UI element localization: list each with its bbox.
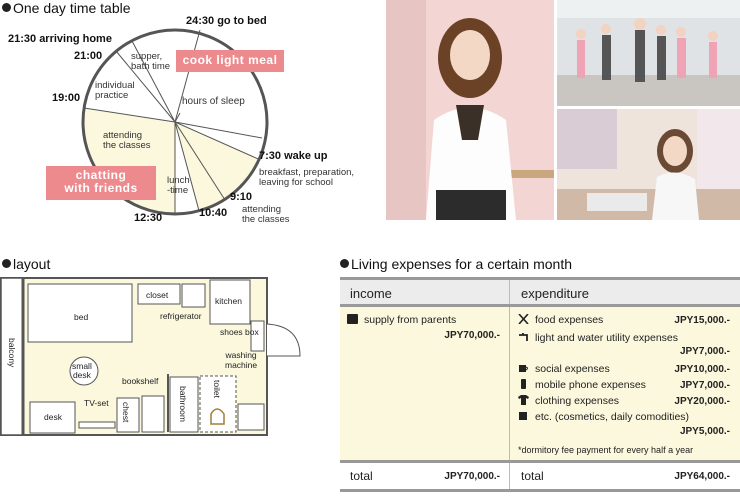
room-bathroom: bathroom: [178, 386, 188, 422]
layout-title: layout: [2, 256, 50, 272]
room-refrigerator: refrigerator: [160, 311, 202, 321]
room-chest: chest: [121, 402, 131, 423]
photo-dorm-room: [557, 109, 740, 220]
label-lunch: lunch -time: [167, 175, 190, 196]
phone-icon: [518, 379, 529, 389]
wallet-icon: [347, 314, 358, 324]
expense-item-etc: etc. (cosmetics, daily comodities): [518, 411, 689, 423]
expense-item-food: food expenses: [518, 313, 603, 326]
expense-amount-social: JPY10,000.-: [674, 364, 730, 375]
expenses-total-row: total JPY70,000.- total JPY64,000.-: [340, 460, 740, 492]
label-sleep: hours of sleep: [182, 96, 245, 107]
income-header: income: [350, 286, 392, 301]
label-classes-morning: attending the classes: [242, 204, 290, 225]
room-kitchen: kitchen: [215, 296, 242, 306]
expense-item-clothing: clothing expenses: [518, 395, 619, 407]
time-2100: 21:00: [74, 50, 103, 62]
tag-chatting-with-friends: chatting with friends: [46, 166, 156, 200]
room-balcony: balcony: [7, 338, 17, 368]
room-bed: bed: [74, 312, 89, 322]
fork-knife-icon: [518, 313, 529, 325]
time-1900: 19:00: [52, 92, 81, 104]
expense-amount-phone: JPY7,000.-: [679, 380, 730, 391]
expenses-table: income expenditure supply from parents J…: [340, 277, 740, 492]
expenses-title: Living expenses for a certain month: [340, 256, 572, 272]
time-910: 9:10: [230, 191, 253, 203]
expense-amount-utility: JPY7,000.-: [679, 346, 730, 357]
room-washing-machine: washing machine: [225, 350, 258, 370]
photo-student-portrait: [386, 0, 554, 220]
floor-plan: [0, 277, 301, 436]
expense-item-phone: mobile phone expenses: [518, 379, 646, 391]
income-total-label: total: [350, 469, 373, 483]
room-bookshelf: bookshelf: [122, 376, 159, 386]
expense-amount-clothing: JPY20,000.-: [674, 396, 730, 407]
cup-icon: [518, 363, 529, 373]
clock-dividers: [83, 29, 263, 214]
expense-item-utility: light and water utility expenses: [518, 332, 678, 344]
bullet-icon: [340, 259, 349, 268]
shirt-icon: [518, 395, 529, 405]
room-tv-set: TV-set: [84, 398, 109, 408]
time-2430: 24:30 go to bed: [186, 15, 267, 27]
bullet-icon: [2, 259, 11, 268]
room-small-desk: small desk: [72, 361, 92, 380]
room-desk: desk: [44, 412, 62, 422]
time-1230: 12:30: [134, 212, 163, 224]
square-icon: [518, 411, 529, 421]
expense-amount-etc: JPY5,000.-: [679, 426, 730, 437]
expense-item-social: social expenses: [518, 363, 610, 375]
label-breakfast: breakfast, preparation, leaving for scho…: [259, 167, 355, 188]
time-730: 7:30 wake up: [259, 150, 328, 162]
faucet-icon: [518, 332, 529, 342]
bullet-icon: [2, 3, 11, 12]
expense-amount-food: JPY15,000.-: [674, 315, 730, 326]
label-practice: individual practice: [95, 80, 135, 101]
expenses-header-row: income expenditure: [340, 277, 740, 307]
income-total-amount: JPY70,000.-: [444, 471, 500, 482]
expenditure-total-label: total: [521, 469, 544, 483]
tag-cook-light-meal: cook light meal: [176, 50, 284, 72]
expenditure-total-amount: JPY64,000.-: [674, 471, 730, 482]
expenses-body: supply from parents JPY70,000.- food exp…: [340, 307, 740, 460]
dormitory-note: *dormitory fee payment for every half a …: [518, 445, 694, 455]
timetable-title: One day time table: [2, 0, 131, 16]
income-item: supply from parents: [347, 314, 456, 326]
room-toilet: toilet: [212, 380, 222, 398]
room-closet: closet: [146, 290, 169, 300]
income-amount: JPY70,000.-: [444, 330, 500, 341]
time-1040: 10:40: [199, 207, 228, 219]
time-2130: 21:30 arriving home: [8, 33, 112, 45]
label-classes-afternoon: attending the classes: [103, 130, 151, 151]
label-supper: supper, bath time: [131, 51, 171, 72]
expenditure-header: expenditure: [521, 286, 589, 301]
room-shoes-box: shoes box: [220, 327, 259, 337]
photo-dance-class: [557, 0, 740, 106]
